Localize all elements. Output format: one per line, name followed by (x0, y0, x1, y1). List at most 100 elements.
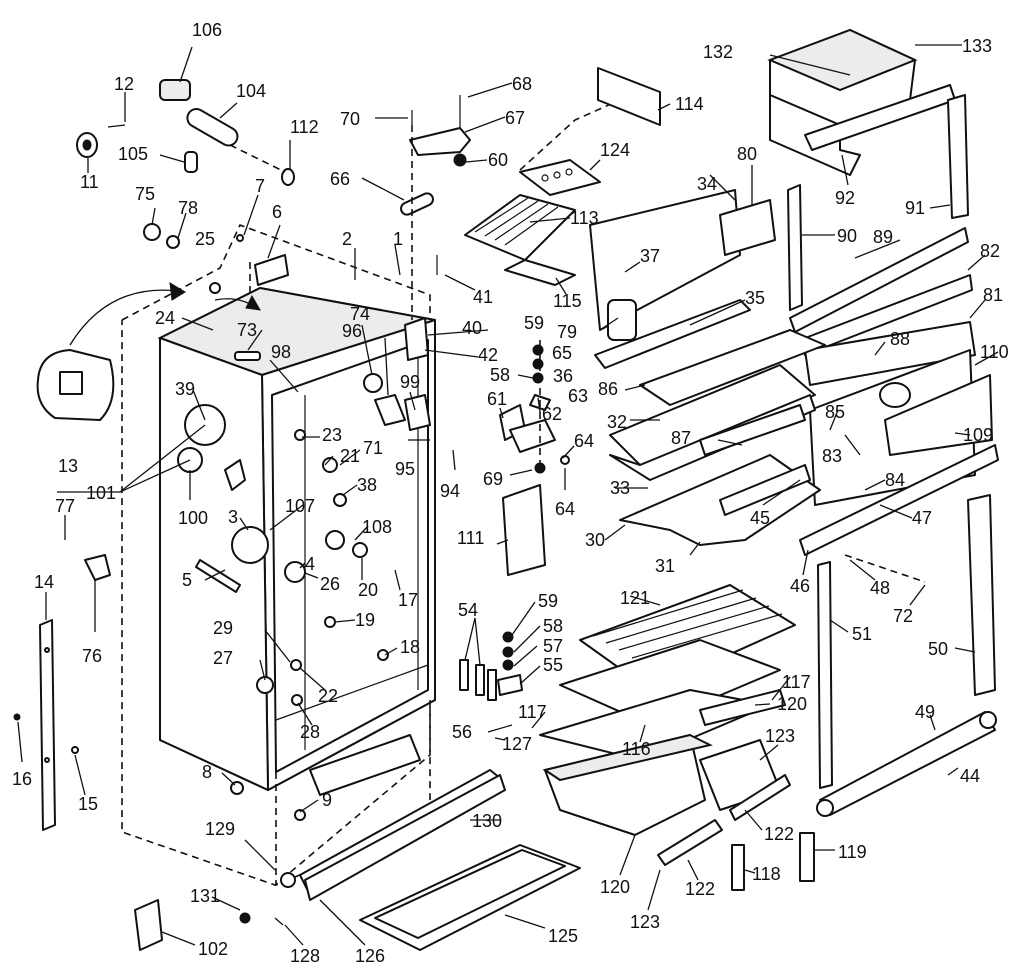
center-hardware (499, 340, 570, 576)
part-label: 58 (490, 365, 510, 385)
part-label: 36 (553, 366, 573, 386)
part-label: 85 (825, 402, 845, 422)
part-label: 65 (552, 343, 572, 363)
part-label: 79 (557, 322, 577, 342)
part-label: 74 (350, 304, 370, 324)
part-label: 120 (777, 694, 807, 714)
part-label: 99 (400, 372, 420, 392)
part-label: 94 (440, 481, 460, 501)
part-label: 81 (983, 285, 1003, 305)
part-label: 1 (393, 229, 403, 249)
part-label: 6 (272, 202, 282, 222)
part-label: 132 (703, 42, 733, 62)
part-label: 122 (685, 879, 715, 899)
part-label: 45 (750, 508, 770, 528)
part-label: 8 (202, 762, 212, 782)
control-panel (589, 67, 776, 341)
part-label: 82 (980, 241, 1000, 261)
part-label: 41 (473, 287, 493, 307)
part-label: 19 (355, 610, 375, 630)
part-label: 49 (915, 702, 935, 722)
part-label: 123 (630, 912, 660, 932)
part-label: 131 (190, 886, 220, 906)
part-label: 25 (195, 229, 215, 249)
part-label: 34 (697, 174, 717, 194)
part-label: 67 (505, 108, 525, 128)
part-label: 90 (837, 226, 857, 246)
part-label: 92 (835, 188, 855, 208)
part-label: 95 (395, 459, 415, 479)
shelf-brackets (459, 631, 523, 701)
part-label: 58 (543, 616, 563, 636)
part-label: 111 (457, 528, 484, 548)
part-label: 57 (543, 636, 563, 656)
part-label: 46 (790, 576, 810, 596)
part-label: 87 (671, 428, 691, 448)
part-label: 89 (873, 227, 893, 247)
part-label: 40 (462, 318, 482, 338)
leader-lines (17, 44, 999, 946)
part-label: 98 (271, 342, 291, 362)
fresh-food-shelves (539, 584, 796, 761)
part-label: 2 (342, 229, 352, 249)
exploded-arrow (36, 282, 261, 421)
evaporator-cover (464, 99, 621, 286)
part-label: 60 (488, 150, 508, 170)
part-label: 21 (340, 446, 360, 466)
part-label: 69 (483, 469, 503, 489)
part-label: 125 (548, 926, 578, 946)
part-label: 73 (237, 320, 257, 340)
top-left-parts (76, 79, 295, 186)
part-label: 35 (745, 288, 765, 308)
part-label: 23 (322, 425, 342, 445)
part-label: 31 (655, 556, 675, 576)
crisper-drawers (542, 733, 815, 891)
part-label: 117 (518, 702, 547, 722)
part-label: 68 (512, 74, 532, 94)
part-label: 51 (852, 624, 872, 644)
part-label: 86 (598, 379, 618, 399)
part-label: 122 (764, 824, 794, 844)
part-label: 63 (568, 386, 588, 406)
part-label: 5 (182, 570, 192, 590)
part-label: 128 (290, 946, 320, 966)
part-label: 20 (358, 580, 378, 600)
part-label: 47 (912, 508, 932, 528)
part-label: 56 (452, 722, 472, 742)
part-label: 59 (524, 313, 544, 333)
part-label: 42 (478, 345, 498, 365)
part-label: 11 (80, 172, 99, 192)
part-label: 64 (574, 431, 594, 451)
part-label: 80 (737, 144, 757, 164)
part-label: 110 (980, 342, 1009, 362)
part-label: 117 (782, 672, 811, 692)
part-label: 32 (607, 412, 627, 432)
part-label: 64 (555, 499, 575, 519)
part-label: 114 (675, 94, 704, 114)
part-label: 124 (600, 140, 630, 160)
part-label: 104 (236, 81, 266, 101)
part-label: 77 (55, 496, 75, 516)
part-label: 76 (82, 646, 102, 666)
part-label: 129 (205, 819, 235, 839)
part-label: 126 (355, 946, 385, 966)
part-label: 37 (640, 246, 660, 266)
part-label: 9 (322, 790, 332, 810)
part-label: 26 (320, 574, 340, 594)
part-label: 75 (135, 184, 155, 204)
part-label: 119 (838, 842, 867, 862)
part-label: 50 (928, 639, 948, 659)
freezer-box (767, 28, 956, 176)
part-number-labels: 106 12 104 105 11 112 70 68 67 114 132 1… (12, 20, 1009, 966)
part-label: 113 (570, 208, 599, 228)
part-label: 17 (398, 590, 418, 610)
part-label: 29 (213, 618, 233, 638)
part-label: 106 (192, 20, 222, 40)
part-label: 88 (890, 329, 910, 349)
part-label: 4 (305, 554, 315, 574)
part-label: 62 (542, 404, 562, 424)
part-label: 120 (600, 877, 630, 897)
part-label: 96 (342, 321, 362, 341)
part-label: 127 (502, 734, 532, 754)
